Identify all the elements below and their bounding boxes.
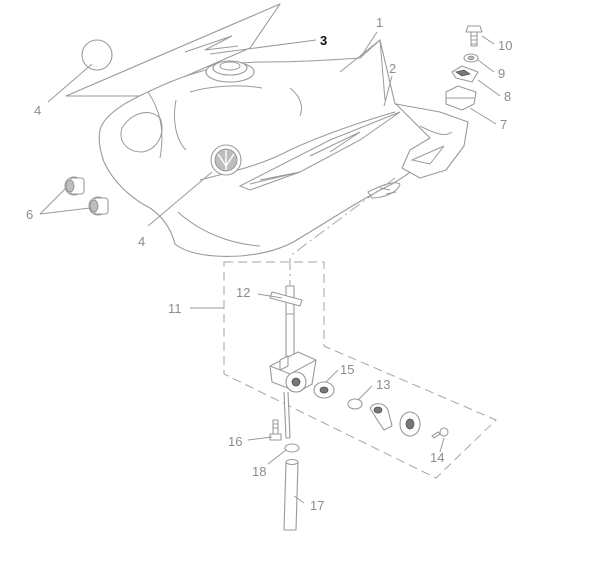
emblem-disc	[81, 39, 113, 71]
callout-12: 12	[236, 285, 250, 300]
callout-18: 18	[252, 464, 266, 479]
callout-2: 2	[389, 61, 396, 76]
callout-16: 16	[228, 434, 242, 449]
callout-15: 15	[340, 362, 354, 377]
tank-emblem	[210, 144, 242, 176]
callout-10: 10	[498, 38, 512, 53]
callout-labels: 1 2 3 4 4 6 7 8 9 10 11 12 13 14 15 16 1…	[26, 15, 512, 513]
bolt-10	[465, 25, 483, 47]
callout-4-lower: 4	[138, 234, 145, 249]
fuel-cock-body	[269, 351, 317, 439]
leader-lines	[39, 31, 501, 504]
callout-8: 8	[504, 89, 511, 104]
cover-plate	[399, 411, 421, 437]
screw-16	[269, 419, 282, 441]
fuel-hose-17	[283, 458, 299, 531]
gasket-15	[313, 381, 335, 399]
callout-13: 13	[376, 377, 390, 392]
callout-7: 7	[500, 117, 507, 132]
rear-mount-bracket	[367, 103, 469, 199]
callout-14: 14	[430, 450, 444, 465]
callout-17: 17	[310, 498, 324, 513]
callout-1: 1	[376, 15, 383, 30]
damper-7	[445, 85, 477, 111]
cock-lever	[369, 403, 393, 431]
o-ring-13	[347, 398, 363, 410]
damper-rubbers	[64, 176, 109, 216]
callout-9: 9	[498, 66, 505, 81]
callout-3: 3	[320, 33, 327, 48]
callout-6: 6	[26, 207, 33, 222]
filler-cap	[205, 60, 255, 83]
hose-clip-18	[284, 443, 300, 453]
collar-8	[451, 65, 479, 83]
washer-9	[463, 53, 479, 63]
callout-4-upper: 4	[34, 103, 41, 118]
screw-14	[431, 427, 449, 439]
assembly-boundary	[223, 177, 497, 479]
callout-11: 11	[168, 301, 182, 316]
